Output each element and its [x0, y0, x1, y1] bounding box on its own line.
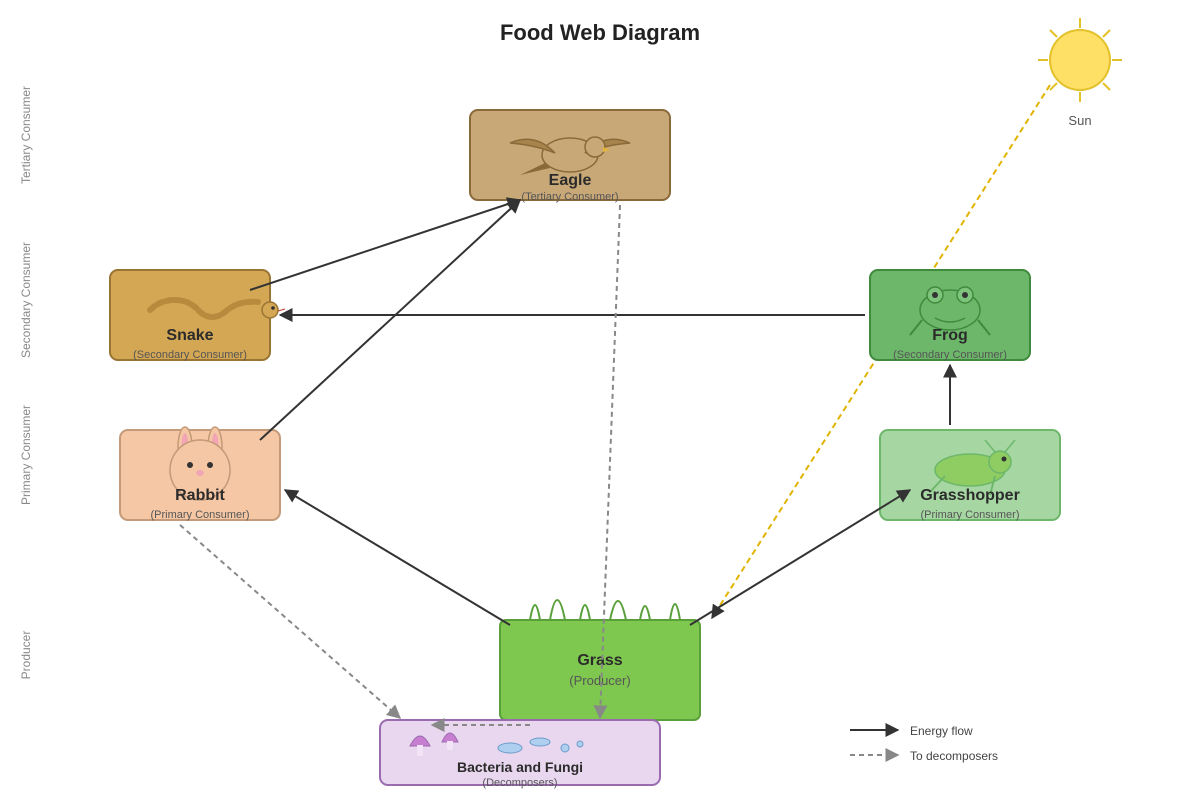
- snake-role: (Secondary Consumer): [133, 349, 247, 361]
- sun-icon: [1038, 18, 1122, 102]
- node-snake[interactable]: Snake (Secondary Consumer): [109, 269, 286, 361]
- legend-energy-label: Energy flow: [910, 724, 973, 738]
- eagle-label: Eagle: [549, 172, 592, 189]
- arrow-grass-to-grasshopper: [689, 489, 912, 626]
- level-label-producer: Producer: [19, 631, 33, 680]
- node-grass[interactable]: Grass (Producer): [499, 599, 701, 721]
- grasshopper-label: Grasshopper: [920, 487, 1020, 504]
- arrow-rabbit-to-eagle: [259, 199, 522, 441]
- snake-label: Snake: [166, 327, 213, 344]
- grasshopper-icon: [929, 439, 1016, 496]
- node-grasshopper[interactable]: Grasshopper (Primary Consumer): [879, 429, 1061, 521]
- arrow-snake-to-eagle: [249, 197, 522, 291]
- eagle-role: (Tertiary Consumer): [521, 191, 618, 203]
- node-rabbit[interactable]: Rabbit (Primary Consumer): [119, 426, 281, 521]
- snake-icon: [147, 296, 286, 320]
- diagram-title: Food Web Diagram: [500, 20, 700, 45]
- rabbit-role: (Primary Consumer): [150, 509, 249, 521]
- eagle-icon: [509, 136, 631, 175]
- level-label-secondary: Secondary Consumer: [19, 242, 33, 358]
- frog-icon: [909, 286, 991, 336]
- fungi-bacteria-icon: [409, 732, 584, 756]
- node-eagle[interactable]: Eagle (Tertiary Consumer): [469, 109, 671, 203]
- arrow-grass-to-rabbit: [283, 489, 511, 626]
- arrow-rabbit-to-decomposers: [179, 524, 402, 719]
- frog-label: Frog: [932, 327, 968, 344]
- legend-decomp-label: To decomposers: [910, 749, 998, 763]
- arrow-eagle-to-decomposers: [593, 204, 621, 720]
- decomposers-role: (Decomposers): [482, 777, 557, 789]
- node-decomposers[interactable]: Bacteria and Fungi (Decomposers): [379, 719, 661, 789]
- rabbit-label: Rabbit: [175, 487, 225, 504]
- decomposers-label: Bacteria and Fungi: [457, 759, 583, 775]
- grass-label: Grass: [577, 652, 622, 669]
- legend: Energy flow To decomposers: [850, 723, 998, 763]
- grass-role: (Producer): [569, 673, 630, 688]
- rabbit-icon: [169, 426, 231, 501]
- level-label-tertiary: Tertiary Consumer: [19, 86, 33, 184]
- frog-role: (Secondary Consumer): [893, 349, 1007, 361]
- node-frog[interactable]: Frog (Secondary Consumer): [869, 269, 1031, 361]
- grass-blades-icon: [529, 599, 681, 621]
- sun-label: Sun: [1068, 113, 1091, 128]
- grasshopper-role: (Primary Consumer): [920, 509, 1019, 521]
- level-label-primary: Primary Consumer: [19, 405, 33, 505]
